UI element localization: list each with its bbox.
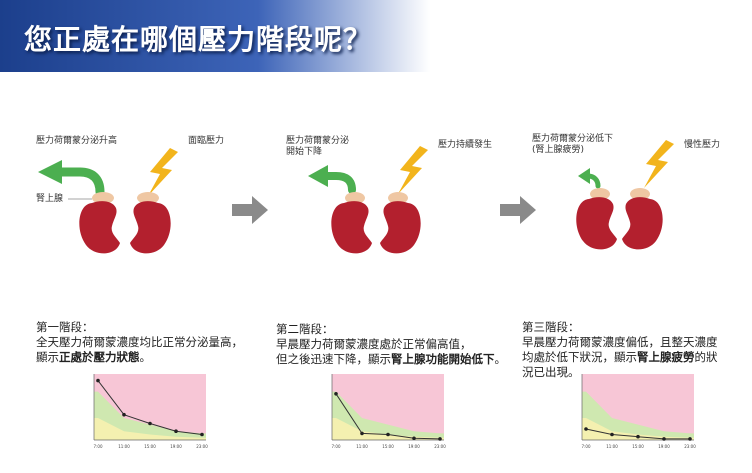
chart-zone-low <box>332 418 444 440</box>
stress-label: 面臨壓力 <box>188 136 225 146</box>
chart-zone-normal <box>582 391 694 440</box>
chart-zone-normal <box>94 391 206 440</box>
desc-title: 第三階段： <box>522 320 580 334</box>
chart-point <box>122 412 126 417</box>
stage-2-chart: 7:00 11:00 15:00 19:00 23:00 <box>332 374 446 449</box>
hormone-arrow-icon <box>55 167 105 197</box>
chart-point <box>360 431 364 436</box>
hormone-label: 壓力荷爾蒙分泌 開始下降 <box>286 136 350 157</box>
lightning-icon <box>644 140 674 188</box>
kidney-left-icon <box>576 188 617 250</box>
chart-x-tick: 19:00 <box>658 444 670 449</box>
stage-1-chart: 7:00 11:00 15:00 19:00 23:00 <box>94 374 208 449</box>
hormone-label: 壓力荷爾蒙分泌升高 <box>36 136 118 146</box>
stage-2-illustration <box>308 146 428 254</box>
chart-x-tick: 7:00 <box>582 444 591 449</box>
chart-x-tick: 23:00 <box>434 444 446 449</box>
stress-label: 壓力持續發生 <box>438 140 493 150</box>
chart-x-tick: 7:00 <box>94 444 103 449</box>
chart-point <box>584 427 588 431</box>
chart-point <box>412 436 416 441</box>
desc-title: 第二階段： <box>276 322 334 336</box>
kidney-right-icon <box>622 188 663 250</box>
stage-3-illustration <box>576 140 674 250</box>
stage-arrow-1-icon <box>232 196 268 224</box>
chart-point <box>386 432 390 437</box>
chart-point <box>148 421 152 426</box>
chart-point <box>610 432 614 437</box>
stage-1-description: 第一階段： 全天壓力荷爾蒙濃度均比正常分泌量高， 顯示正處於壓力狀態。 <box>36 320 243 365</box>
stage-arrow-2-icon <box>500 196 536 224</box>
desc-line1: 早晨壓力荷爾蒙濃度偏低，且整天濃度 <box>522 335 718 349</box>
title-banner: 您正處在哪個壓力階段呢？ <box>0 0 430 72</box>
hormone-arrowhead-icon <box>308 165 328 187</box>
stage-3-description: 第三階段： 早晨壓力荷爾蒙濃度偏低，且整天濃度 均處於低下狀況，顯示腎上腺疲勞的… <box>522 320 718 380</box>
stress-label: 慢性壓力 <box>684 140 721 150</box>
chart-point <box>200 432 204 437</box>
chart-x-tick: 19:00 <box>170 444 182 449</box>
hormone-arrow-icon <box>320 172 356 194</box>
desc-line3: 況已出現。 <box>522 365 580 379</box>
chart-point <box>334 392 338 396</box>
chart-point <box>688 437 692 441</box>
lightning-icon <box>398 146 428 194</box>
desc-title: 第一階段： <box>36 320 94 334</box>
chart-x-tick: 19:00 <box>408 444 420 449</box>
chart-x-tick: 11:00 <box>118 444 130 449</box>
hormone-arrowhead-icon <box>578 168 590 184</box>
chart-point <box>174 429 178 433</box>
kidney-left-icon <box>79 192 120 254</box>
chart-x-tick: 23:00 <box>684 444 696 449</box>
desc-line1: 全天壓力荷爾蒙濃度均比正常分泌量高， <box>36 335 243 349</box>
chart-x-tick: 7:00 <box>332 444 341 449</box>
chart-x-tick: 11:00 <box>356 444 368 449</box>
chart-zone-low <box>94 418 206 440</box>
hormone-arrowhead-icon <box>38 160 62 184</box>
chart-point <box>636 434 640 439</box>
desc-line1: 早晨壓力荷爾蒙濃度處於正常偏高值， <box>276 337 472 351</box>
chart-zone-normal <box>332 391 444 440</box>
hormone-label: 壓力荷爾蒙分泌低下 (腎上腺疲勞) <box>532 134 614 155</box>
chart-x-tick: 11:00 <box>606 444 618 449</box>
adrenal-label: 腎上腺 <box>36 194 64 204</box>
chart-point <box>96 378 100 383</box>
desc-line2: 但之後迅速下降，顯示腎上腺功能開始低下。 <box>276 352 506 366</box>
stage-2-description: 第二階段： 早晨壓力荷爾蒙濃度處於正常偏高值， 但之後迅速下降，顯示腎上腺功能開… <box>276 322 506 367</box>
chart-x-tick: 23:00 <box>196 444 208 449</box>
chart-x-tick: 15:00 <box>632 444 644 449</box>
chart-point <box>662 437 666 441</box>
page-title: 您正處在哪個壓力階段呢？ <box>24 23 373 56</box>
lightning-icon <box>148 148 178 196</box>
stage-3-chart: 7:00 11:00 15:00 19:00 23:00 <box>582 374 696 449</box>
chart-point <box>438 437 442 441</box>
kidney-right-icon <box>130 192 171 254</box>
kidney-right-icon <box>380 192 421 254</box>
chart-x-tick: 15:00 <box>144 444 156 449</box>
kidney-left-icon <box>331 192 372 254</box>
desc-line2: 均處於低下狀況，顯示腎上腺疲勞的狀 <box>522 350 718 364</box>
chart-x-tick: 15:00 <box>382 444 394 449</box>
stage-1-illustration <box>38 148 178 254</box>
desc-line2: 顯示正處於壓力狀態。 <box>36 350 151 364</box>
